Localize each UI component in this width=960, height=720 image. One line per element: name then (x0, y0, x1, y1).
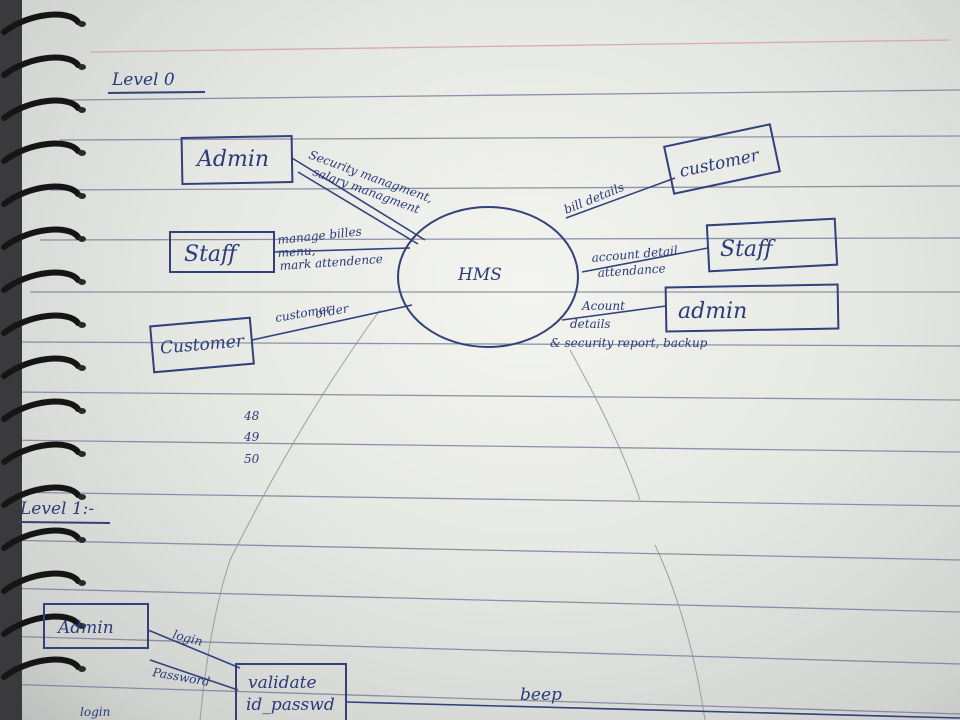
binding-hole (78, 537, 86, 543)
spiral-coil (1, 484, 81, 508)
l1-process-label-2: id_passwd (246, 695, 335, 715)
level0-heading: Level 0 (111, 70, 175, 90)
flow-customer-label-2: order (314, 301, 351, 321)
spiral-coil (1, 140, 81, 164)
margin-number-50: 50 (244, 452, 260, 466)
entity-customer-right-label: customer (678, 145, 762, 181)
flow-admin-out-label-3: & security report, backup (550, 336, 708, 350)
spiral-coil (1, 269, 81, 293)
margin-number-48: 48 (243, 409, 260, 423)
binding-hole (78, 365, 86, 371)
flow-bill-arrow (565, 177, 676, 219)
l1-flow-out-line (345, 701, 960, 719)
entity-admin-right-label: admin (678, 299, 747, 324)
pencil-marks (199, 309, 706, 720)
entity-customer-left (149, 316, 255, 374)
ruled-lines (0, 39, 960, 715)
spiral-coil (1, 570, 81, 594)
flow-staff-arrow (273, 247, 411, 253)
hms-process-label: HMS (457, 265, 502, 285)
binding-hole (78, 107, 86, 113)
binding-hole (78, 322, 86, 328)
flow-admin-arrow-2 (297, 171, 419, 245)
margin-number-49: 49 (243, 430, 260, 444)
entity-admin-left-label: Admin (195, 147, 269, 172)
spiral-coil (1, 656, 81, 680)
spiral-binding-icon (0, 0, 86, 720)
level0-underline (107, 91, 206, 94)
entity-admin-right (664, 283, 840, 333)
flow-bill-label: bill details (562, 180, 626, 217)
binding-hole (78, 666, 86, 672)
spiral-coil (1, 54, 81, 78)
binding-hole (78, 236, 86, 242)
binding-hole (78, 451, 86, 457)
l1-entity-admin-label: Admin (56, 618, 114, 638)
hms-process (397, 206, 579, 348)
binding-hole (78, 150, 86, 156)
spiral-coil (1, 183, 81, 207)
binding-hole (78, 494, 86, 500)
spiral-coil (1, 97, 81, 121)
entity-staff-right-label: Staff (720, 237, 776, 262)
spiral-coil (1, 11, 81, 35)
spiral-coil (1, 398, 81, 422)
l1-cut-label: login (80, 705, 110, 719)
flow-staff-out-label-2: attendance (597, 261, 666, 280)
l1-flow-password-arrow (149, 659, 239, 691)
flow-admin-out-arrow (561, 305, 667, 321)
l1-process-label-1: validate (248, 673, 317, 693)
binding-hole (78, 279, 86, 285)
l1-partial-label: beep (520, 685, 562, 705)
binding-hole (78, 193, 86, 199)
binding-hole (78, 408, 86, 414)
level1-underline (17, 521, 111, 524)
binding-hole (78, 64, 86, 70)
l1-entity-admin (43, 603, 149, 649)
flow-staff-label-2: menu, (277, 243, 316, 260)
spiral-coil (1, 527, 81, 551)
entity-staff-right (705, 217, 839, 273)
level1-heading: Level 1:- (19, 499, 94, 519)
flow-admin-out-label-1: Acount (581, 299, 625, 313)
binding-hole (78, 580, 86, 586)
l1-process-validate (235, 663, 347, 720)
spiral-coil (1, 355, 81, 379)
spiral-coil (1, 441, 81, 465)
entity-admin-left (180, 135, 294, 185)
spiral-coil (1, 613, 81, 637)
binding-hole (78, 623, 86, 629)
l1-flow-password-label: Password (150, 665, 211, 689)
flow-staff-label-1: manage billes (277, 224, 362, 247)
l1-flow-login-arrow (147, 629, 241, 669)
flow-admin-out-label-2: details (570, 317, 611, 331)
flow-admin-arrow (291, 157, 426, 241)
entity-staff-left-label: Staff (184, 242, 240, 267)
flow-customer-arrow (251, 304, 413, 341)
binding-hole (78, 21, 86, 27)
spiral-coil (1, 226, 81, 250)
entity-customer-left-label: Customer (159, 331, 245, 358)
entity-customer-right (663, 123, 781, 195)
flow-staff-out-arrow (581, 247, 709, 273)
spiral-coil (1, 312, 81, 336)
